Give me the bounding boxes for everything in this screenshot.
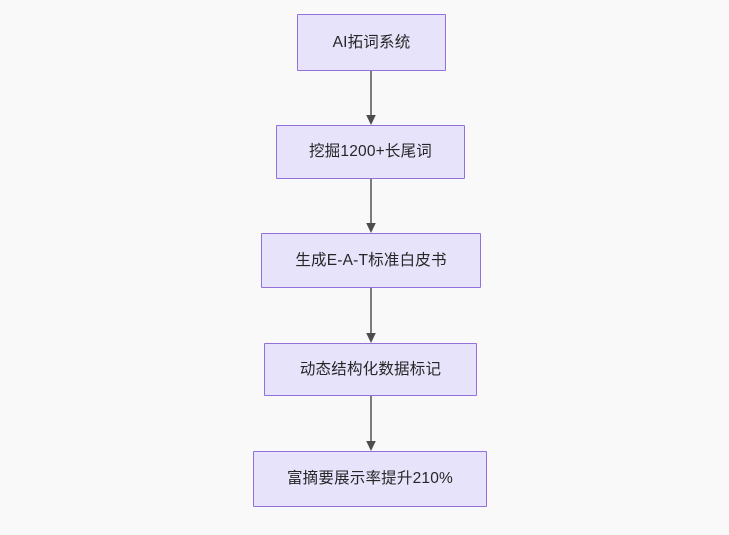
node-label: AI拓词系统 <box>332 33 411 51</box>
edge-n1-n2 <box>366 71 376 125</box>
edge-n3-n4 <box>366 288 376 343</box>
flowchart-node-generate-eat-whitepaper[interactable]: 生成E-A-T标准白皮书 <box>261 233 481 288</box>
node-label: 富摘要展示率提升210% <box>286 470 454 488</box>
flowchart-node-mine-longtail-keywords[interactable]: 挖掘1200+长尾词 <box>276 125 465 179</box>
edge-n4-n5 <box>366 396 376 451</box>
edge-n2-n3 <box>366 179 376 233</box>
arrowhead-icon <box>366 333 376 343</box>
node-label: 动态结构化数据标记 <box>299 360 442 378</box>
arrowhead-icon <box>366 441 376 451</box>
arrowhead-icon <box>366 115 376 125</box>
flowchart-node-dynamic-structured-data-markup[interactable]: 动态结构化数据标记 <box>264 343 477 396</box>
node-label: 生成E-A-T标准白皮书 <box>295 251 447 269</box>
arrowhead-icon <box>366 223 376 233</box>
node-label: 挖掘1200+长尾词 <box>308 143 433 161</box>
flowchart-node-rich-snippet-impression-lift[interactable]: 富摘要展示率提升210% <box>253 451 487 507</box>
flowchart-node-ai-keyword-system[interactable]: AI拓词系统 <box>297 14 446 71</box>
